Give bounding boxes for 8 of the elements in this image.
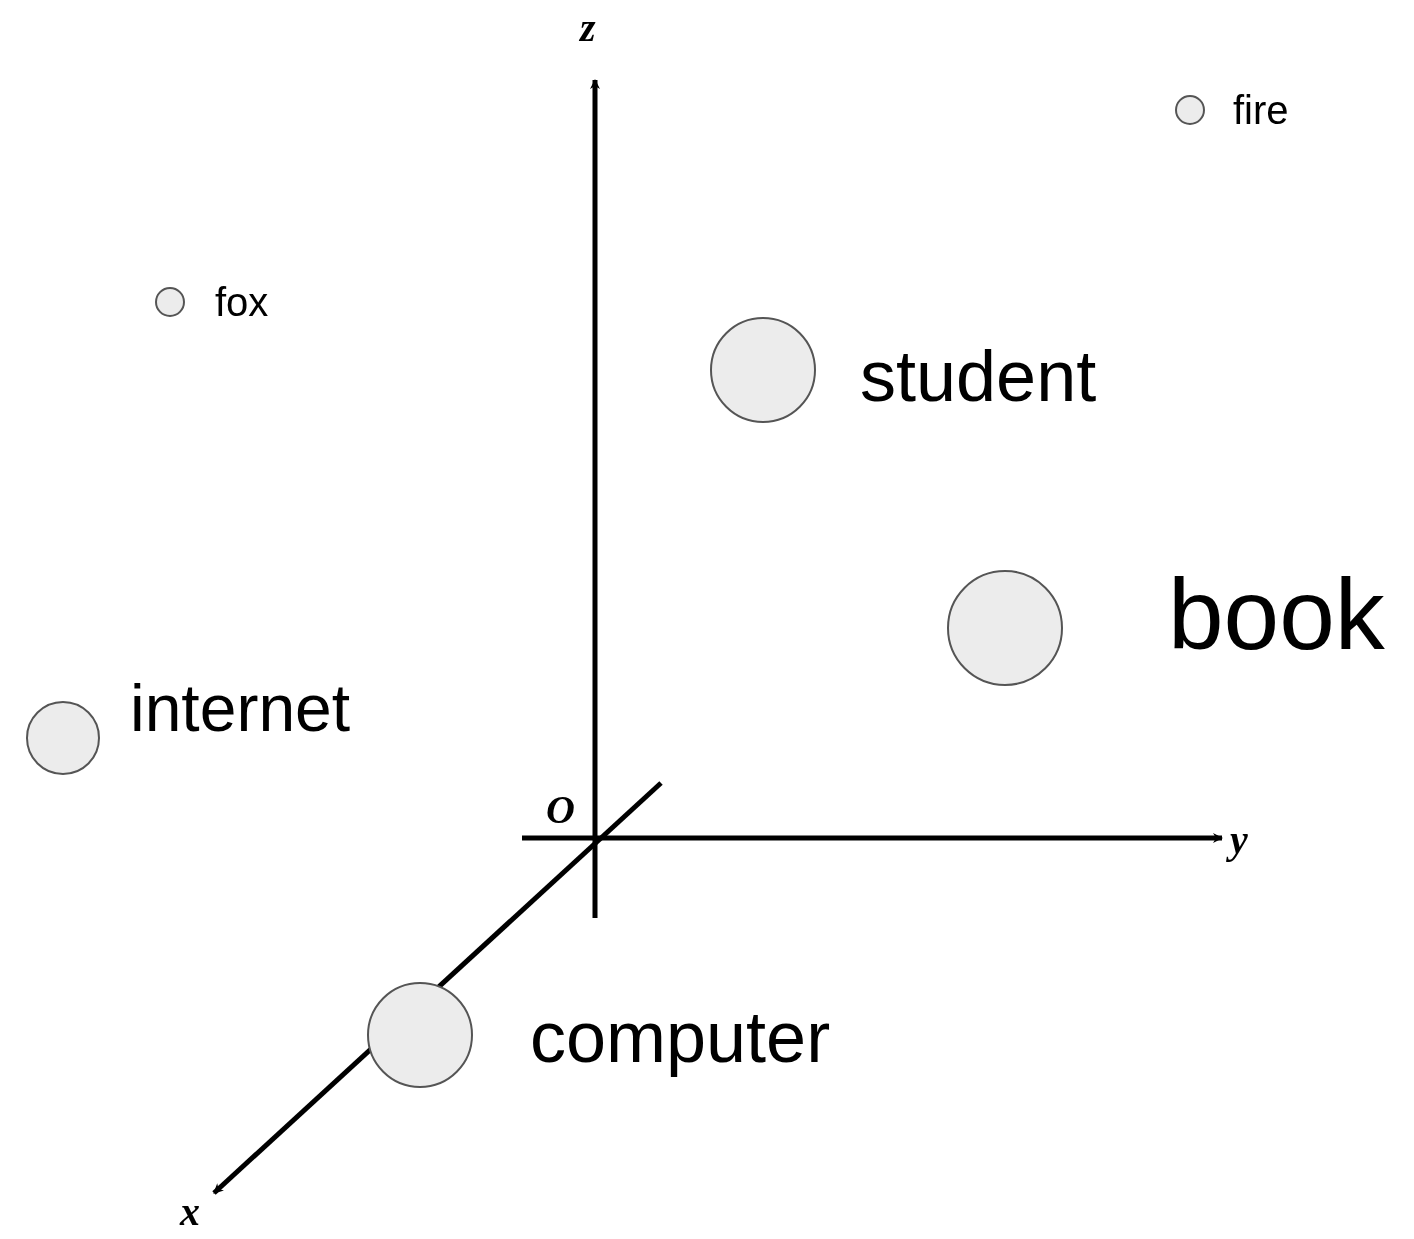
word-label: fire	[1233, 90, 1289, 130]
axis-label: x	[180, 1192, 200, 1232]
axis-label: O	[546, 790, 575, 830]
word-label: fox	[215, 282, 269, 322]
word-label: book	[1168, 564, 1385, 664]
word-label: internet	[130, 675, 351, 741]
axis-label: z	[580, 8, 596, 48]
word-label: student	[860, 340, 1097, 412]
